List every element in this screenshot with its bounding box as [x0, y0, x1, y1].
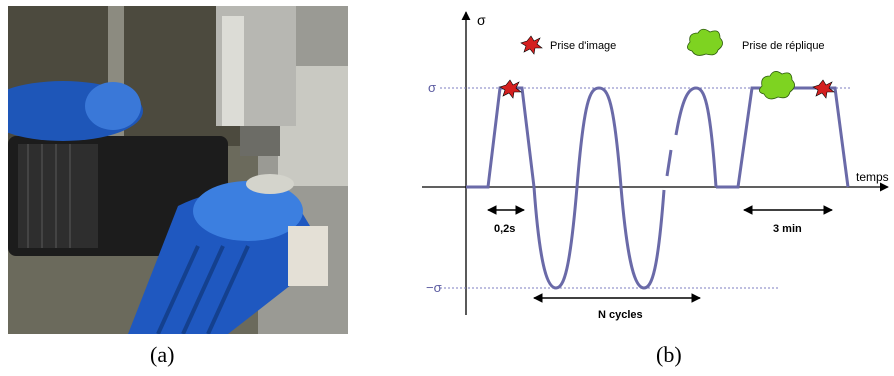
signal-cycles-resume	[674, 86, 718, 188]
signal-cycles-dash	[665, 149, 673, 177]
photo-illustration	[0, 6, 348, 335]
hold-time-label: 3 min	[773, 223, 802, 235]
cycles-label: N cycles	[598, 309, 643, 321]
signal-trapezoid-first	[466, 86, 536, 189]
legend-replica-label: Prise de réplique	[742, 40, 825, 52]
loading-diagram: σ temps σ −σ Prise d'image Prise de répl…	[410, 0, 894, 330]
experimental-setup-photo	[0, 6, 348, 335]
image-capture-marker-2	[812, 79, 835, 99]
signal-cycles	[532, 86, 666, 290]
red-star-icon	[520, 35, 543, 55]
x-axis-label: temps	[856, 170, 889, 184]
caption-b: (b)	[656, 342, 682, 367]
green-blob-icon	[687, 28, 723, 56]
caption-a: (a)	[150, 342, 175, 367]
signal-trapezoid-hold	[716, 86, 850, 189]
legend-image-label: Prise d'image	[550, 40, 616, 52]
level-low-label: −σ	[426, 280, 442, 295]
level-high-label: σ	[428, 80, 436, 95]
replica-marker	[759, 71, 795, 100]
y-axis-label: σ	[477, 12, 486, 28]
loading-diagram-svg: σ temps σ −σ Prise d'image Prise de répl…	[422, 11, 889, 321]
image-capture-marker-1	[499, 79, 522, 99]
ramp-time-label: 0,2s	[494, 223, 515, 235]
